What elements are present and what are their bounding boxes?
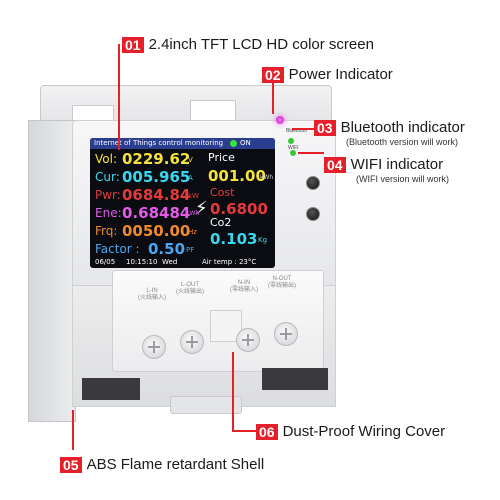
control-button-2[interactable] (306, 207, 320, 221)
callout-text: ABS Flame retardant Shell (86, 456, 265, 473)
callout-number: 04 (324, 156, 346, 173)
bluetooth-led (288, 138, 294, 144)
callout-text: Power Indicator (288, 66, 393, 83)
cur-value: 005.965 (122, 168, 191, 186)
cost-value: 0.6800 (210, 200, 268, 218)
vol-unit: V (188, 156, 193, 164)
callout-04: 04 WIFI indicator (324, 156, 443, 173)
callout-number: 05 (60, 456, 82, 473)
callout-number: 01 (122, 36, 144, 53)
callout-line-01 (118, 44, 120, 150)
callout-line-03 (292, 128, 314, 130)
callout-line-06-h (232, 430, 256, 432)
din-rail-latch (170, 396, 242, 414)
terminal-label-l-out: L-OUT(火线输出) (176, 282, 204, 295)
control-button-1[interactable] (306, 176, 320, 190)
callout-line-06 (232, 352, 234, 430)
lightning-icon: ⚡ (195, 198, 208, 219)
kwh-label: kWh (260, 174, 274, 181)
ene-unit: kWh (186, 210, 200, 217)
callout-number: 03 (314, 119, 336, 136)
lcd-screen: Internet of Things control monitoring ON… (90, 138, 275, 268)
cost-label: Cost (210, 186, 235, 199)
ene-label: Ene: (95, 206, 122, 220)
vol-label: Vol: (95, 152, 117, 166)
terminal-screw-n-out[interactable] (274, 322, 298, 346)
callout-line-02 (272, 76, 274, 114)
callout-03-sub: (Bluetooth version will work) (346, 137, 459, 147)
price-value: 001.00 (208, 167, 266, 185)
callout-04-sub: (WIFI version will work) (356, 174, 450, 184)
callout-01: 01 2.4inch TFT LCD HD color screen (122, 36, 374, 53)
screen-header-text: Internet of Things control monitoring (94, 139, 224, 147)
callout-02: 02 Power Indicator (262, 66, 393, 83)
co2-unit: Kg (258, 236, 268, 244)
pwr-unit: kW (188, 192, 199, 200)
factor-unit: PF (186, 246, 195, 254)
day: Wed (162, 258, 178, 266)
callout-text: 2.4inch TFT LCD HD color screen (148, 36, 374, 53)
screen-header (90, 138, 275, 149)
on-indicator-dot (230, 140, 237, 147)
factor-label: Factor : (95, 242, 140, 256)
terminal-screw-n-in[interactable] (236, 328, 260, 352)
co2-value: 0.103 (210, 230, 258, 248)
callout-number: 06 (256, 423, 278, 440)
cur-label: Cur: (95, 170, 120, 184)
pwr-label: Pwr: (95, 188, 121, 202)
terminal-label-l-in: L-IN(火线输入) (138, 288, 166, 301)
callout-text: Bluetooth indicator (340, 119, 465, 136)
wifi-led-label: WIFI (288, 145, 299, 151)
callout-number: 02 (262, 66, 284, 83)
frq-unit: Hz (188, 228, 197, 236)
vent-left (82, 378, 140, 400)
callout-text: Dust-Proof Wiring Cover (282, 423, 446, 440)
ene-value: 0.68484 (122, 204, 191, 222)
co2-label: Co2 (210, 216, 232, 229)
frq-label: Frq: (95, 224, 118, 238)
callout-line-04 (298, 152, 324, 154)
callout-06: 06 Dust-Proof Wiring Cover (256, 423, 445, 440)
terminal-screw-l-in[interactable] (142, 335, 166, 359)
air-temp: Air temp : 23°C (202, 258, 257, 266)
pwr-value: 0684.84 (122, 186, 191, 204)
date: 06/05 (95, 258, 116, 266)
terminal-label-n-out: N-OUT(零线输出) (268, 276, 296, 289)
callout-line-05 (72, 410, 74, 450)
bluetooth-led-label: Bluetooth (286, 128, 308, 134)
terminal-screw-l-out[interactable] (180, 330, 204, 354)
abs-shell-side (28, 120, 76, 422)
callout-05: 05 ABS Flame retardant Shell (60, 456, 264, 473)
callout-text: WIFI indicator (350, 156, 444, 173)
wifi-led (290, 150, 296, 156)
terminal-label-n-in: N-IN(零线输入) (230, 280, 258, 293)
on-label: ON (240, 139, 251, 147)
time: 10:15:10 (126, 258, 158, 266)
vol-value: 0229.62 (122, 150, 191, 168)
factor-value: 0.50 (148, 240, 186, 258)
cur-unit: A (188, 174, 193, 182)
price-label: Price (208, 151, 235, 164)
vent-right (262, 368, 328, 390)
callout-03: 03 Bluetooth indicator (314, 119, 465, 136)
power-indicator-led (276, 116, 284, 124)
frq-value: 0050.00 (122, 222, 191, 240)
